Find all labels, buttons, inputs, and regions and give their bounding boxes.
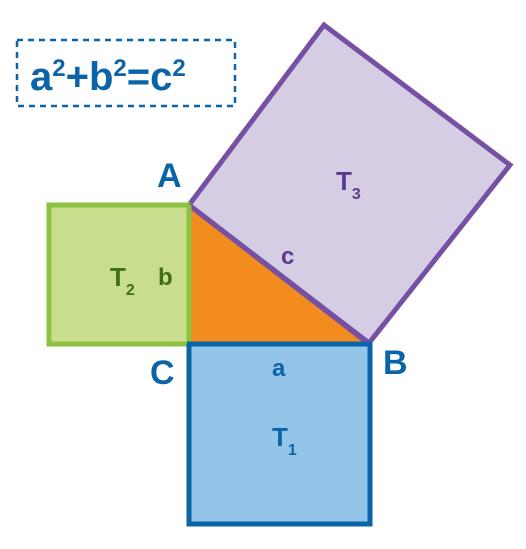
vertex-c-label: C [150, 354, 175, 392]
formula-c: c [150, 55, 172, 99]
t3-subscript: 3 [352, 186, 361, 203]
formula-a: a [30, 55, 53, 99]
formula-a-exponent: 2 [52, 55, 65, 82]
t1-subscript: 1 [288, 442, 297, 459]
hypotenuse-edge [187, 203, 371, 346]
formula-equals: = [127, 55, 150, 99]
t1-label: T1 [272, 422, 297, 459]
t3-label: T3 [336, 166, 361, 203]
side-a-label: a [272, 355, 286, 382]
vertex-b-label: B [383, 344, 408, 382]
formula-c-exponent: 2 [172, 55, 185, 82]
t2-letter: T [110, 262, 126, 292]
formula-b-exponent: 2 [113, 55, 126, 82]
side-b-label: b [158, 264, 173, 291]
side-c-label: c [281, 243, 294, 270]
vertex-a-label: A [157, 157, 182, 195]
t2-subscript: 2 [126, 282, 135, 299]
formula-plus: + [66, 55, 89, 99]
t2-label: T2 [110, 262, 135, 299]
t3-letter: T [336, 166, 352, 196]
square-t2 [46, 202, 192, 347]
formula-b: b [89, 55, 113, 99]
formula: a2+b2=c2 [30, 55, 186, 99]
t1-letter: T [272, 422, 288, 452]
square-t1 [186, 341, 373, 527]
